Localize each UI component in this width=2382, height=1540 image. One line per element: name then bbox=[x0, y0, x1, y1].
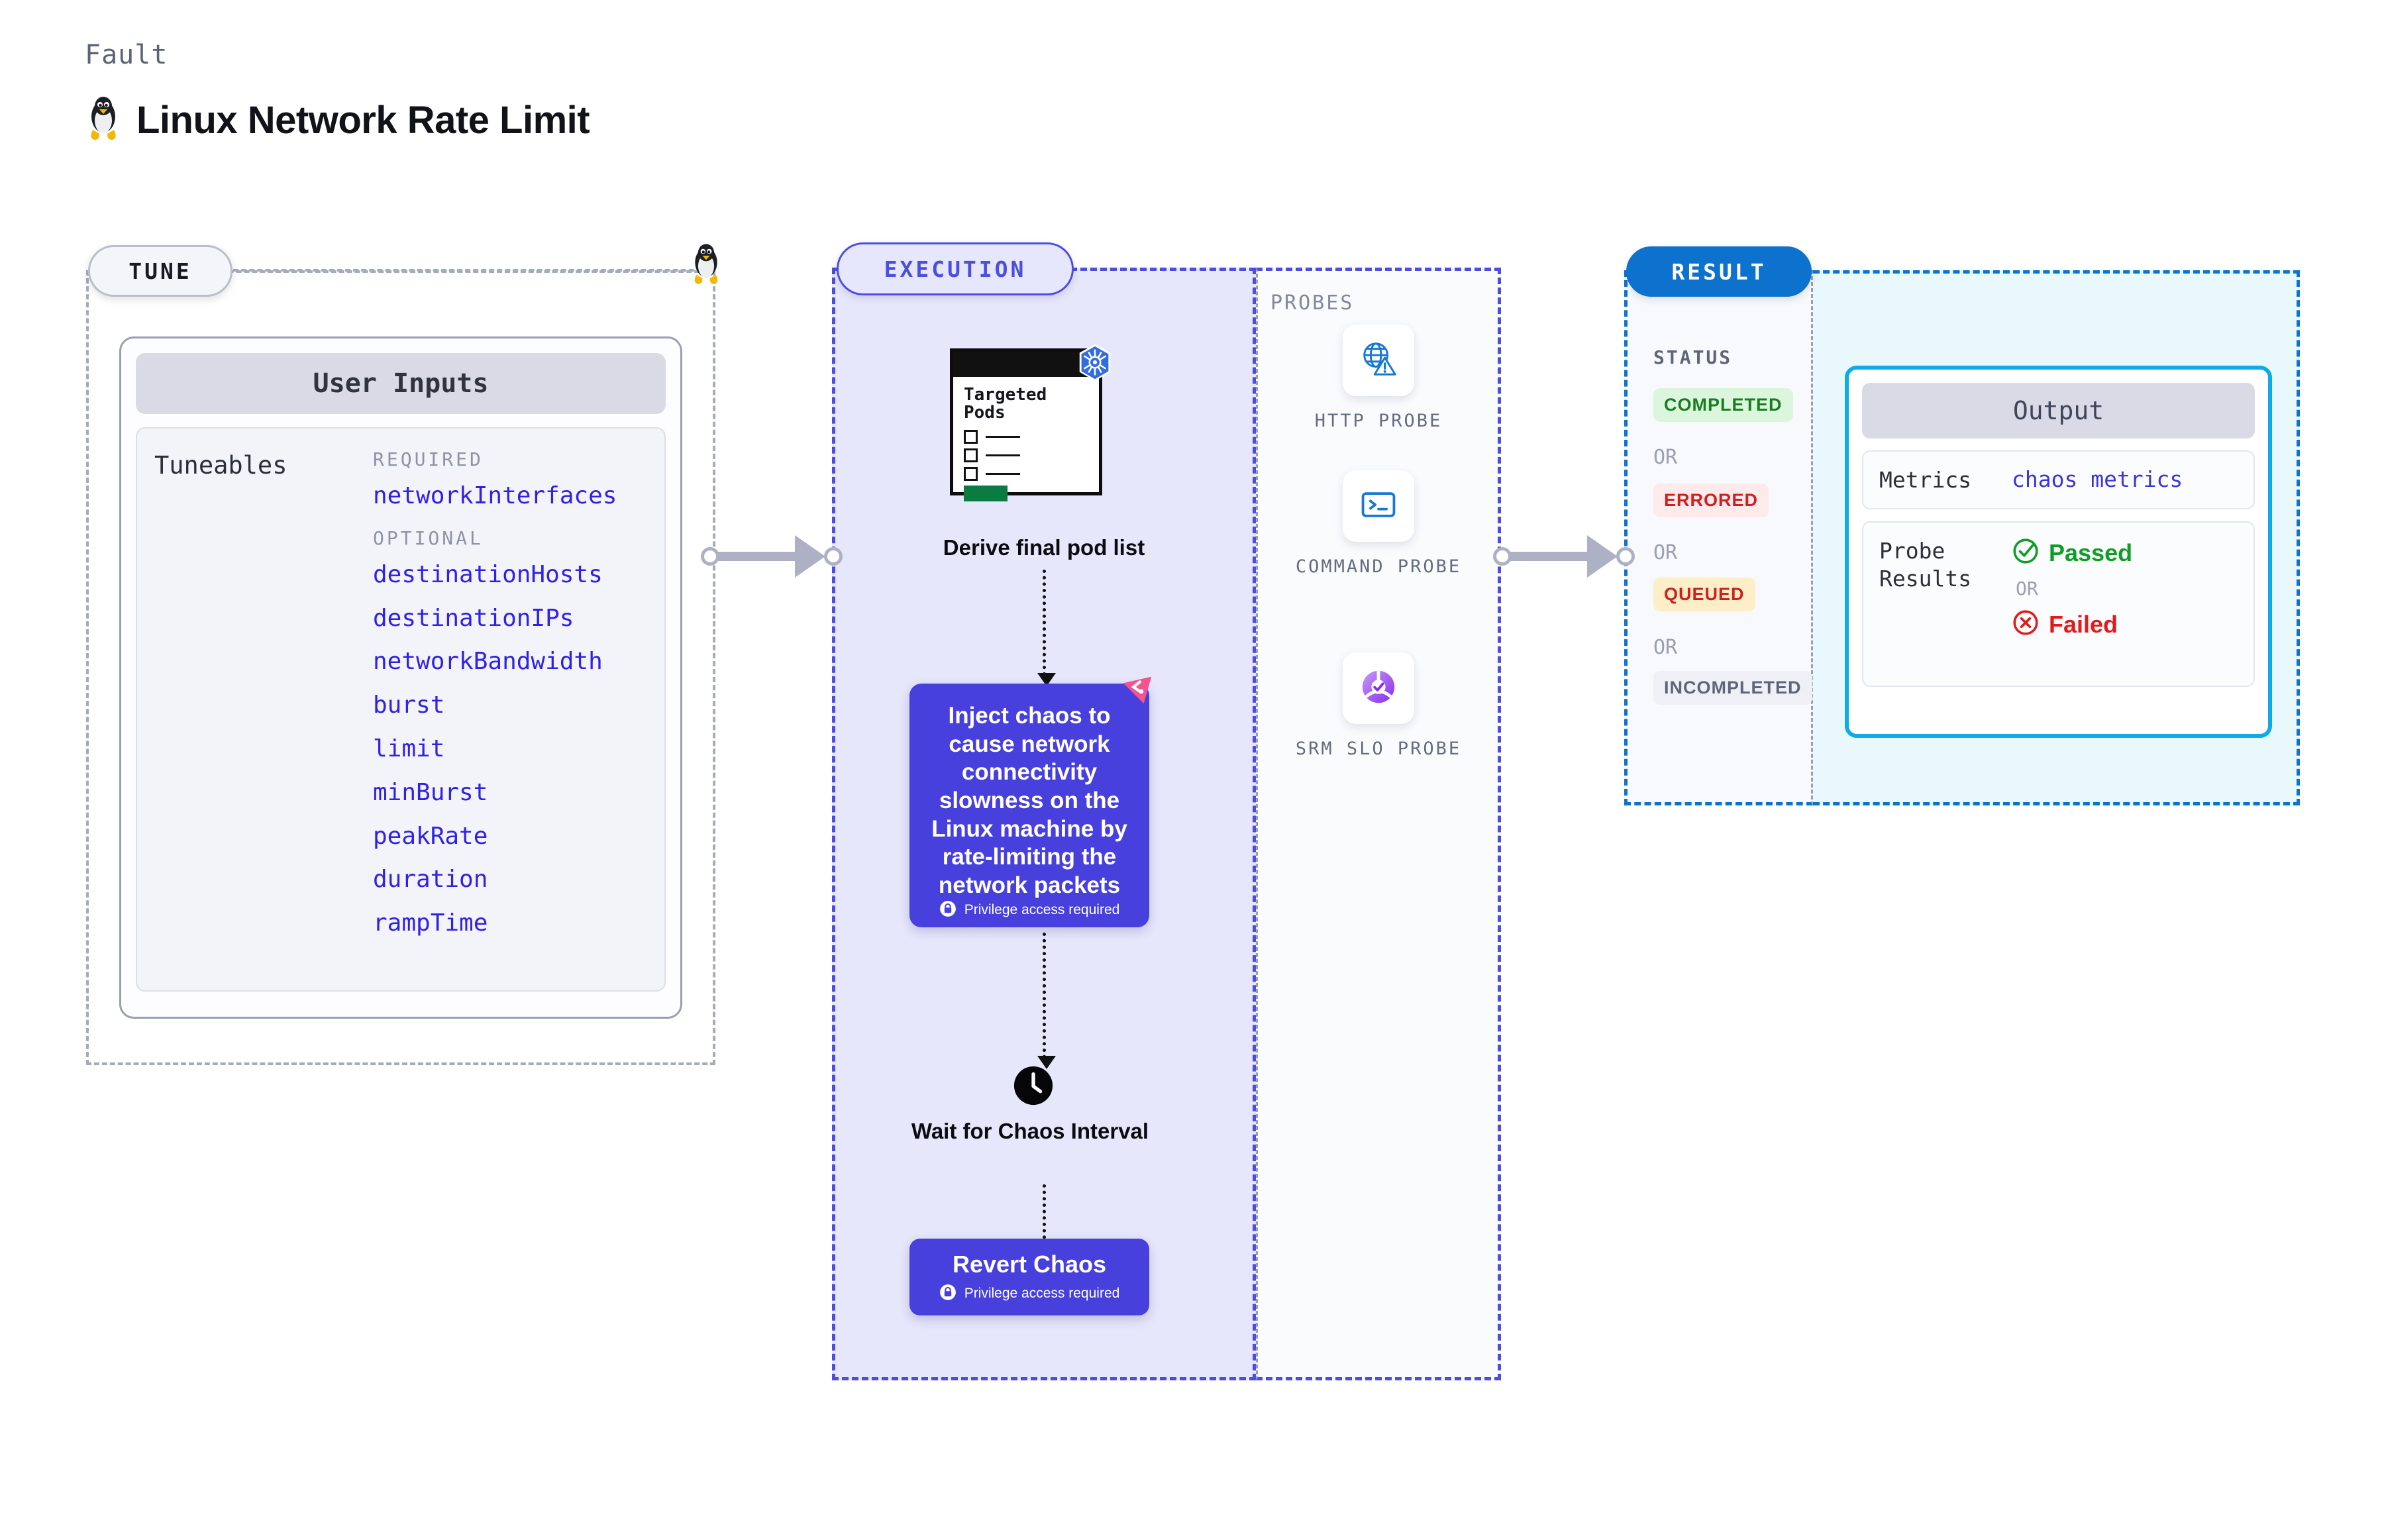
tuneable-item[interactable]: duration bbox=[373, 866, 488, 894]
derive-pod-list-label: Derive final pod list bbox=[943, 535, 1145, 560]
list-item bbox=[964, 448, 1088, 463]
probe-tile bbox=[1343, 652, 1414, 724]
probe-result-passed: Passed bbox=[2012, 537, 2132, 568]
metrics-key: Metrics bbox=[1879, 467, 1972, 493]
page-title: Linux Network Rate Limit bbox=[136, 99, 590, 142]
inject-chaos-box: Inject chaos to cause network connectivi… bbox=[909, 684, 1149, 927]
globe-warning-icon bbox=[1358, 338, 1399, 383]
probe-label: COMMAND PROBE bbox=[1295, 556, 1462, 577]
lock-icon bbox=[939, 1284, 957, 1304]
output-title: Output bbox=[1862, 383, 2255, 438]
probe-results-values: Passed OR Failed bbox=[2012, 537, 2132, 640]
result-badge: RESULT bbox=[1626, 246, 1812, 297]
probe-results-row: Probe Results Passed OR bbox=[1862, 521, 2255, 688]
user-inputs-card: User Inputs Tuneables REQUIRED networkIn… bbox=[119, 336, 682, 1019]
status-badge-errored: ERRORED bbox=[1653, 484, 1769, 517]
metrics-row: Metrics chaos metrics bbox=[1862, 450, 2255, 510]
connector-tune-to-execution bbox=[701, 530, 853, 583]
pods-card-rows bbox=[964, 430, 1088, 502]
or-separator: OR bbox=[1653, 636, 1678, 659]
or-separator: OR bbox=[1653, 446, 1678, 469]
tuneable-item[interactable]: networkInterfaces bbox=[373, 482, 617, 509]
tuneable-item[interactable]: networkBandwidth bbox=[373, 648, 603, 676]
pods-card-title: Targeted Pods bbox=[964, 385, 1047, 423]
list-item bbox=[964, 467, 1088, 482]
privilege-note: Privilege access required bbox=[939, 900, 1120, 921]
execution-badge: EXECUTION bbox=[837, 242, 1074, 295]
probe-label: HTTP PROBE bbox=[1314, 411, 1443, 431]
list-item bbox=[964, 430, 1088, 444]
wait-for-chaos-label: Wait for Chaos Interval bbox=[911, 1119, 1149, 1143]
lock-icon bbox=[939, 900, 957, 921]
check-circle-icon bbox=[2012, 537, 2040, 568]
probe-tile bbox=[1343, 325, 1414, 396]
group-heading-optional: OPTIONAL bbox=[373, 527, 484, 549]
or-separator: OR bbox=[2016, 578, 2038, 600]
flow-arrow bbox=[1037, 933, 1056, 1069]
or-separator: OR bbox=[1653, 541, 1678, 564]
probe-http[interactable]: HTTP PROBE bbox=[1256, 325, 1501, 433]
kubernetes-icon bbox=[1074, 342, 1115, 387]
probe-command[interactable]: COMMAND PROBE bbox=[1256, 470, 1501, 579]
tuneables-list: REQUIRED networkInterfaces OPTIONAL dest… bbox=[373, 448, 647, 970]
group-heading-required: REQUIRED bbox=[373, 448, 484, 470]
litmuschaos-icon bbox=[1118, 670, 1157, 712]
tuneables-box: Tuneables REQUIRED networkInterfaces OPT… bbox=[136, 427, 666, 992]
tuneable-item[interactable]: peakRate bbox=[373, 822, 488, 850]
metrics-value[interactable]: chaos metrics bbox=[2012, 466, 2183, 492]
status-badge-incompleted: INCOMPLETED bbox=[1653, 671, 1812, 705]
targeted-pods-card: Targeted Pods bbox=[950, 348, 1102, 502]
tuneable-item[interactable]: limit bbox=[373, 735, 445, 762]
tuneable-item[interactable]: burst bbox=[373, 692, 445, 719]
output-card: Output Metrics chaos metrics Probe Resul… bbox=[1845, 366, 2272, 738]
connector-execution-to-result bbox=[1493, 530, 1645, 583]
tune-badge: TUNE bbox=[88, 245, 233, 297]
tuneable-item[interactable]: minBurst bbox=[373, 778, 488, 806]
user-inputs-title: User Inputs bbox=[136, 353, 666, 414]
tune-top-dashed-line bbox=[233, 269, 710, 272]
passed-label: Passed bbox=[2049, 539, 2133, 566]
slo-donut-check-icon bbox=[1358, 666, 1399, 711]
linux-penguin-icon bbox=[689, 242, 723, 289]
status-badge-queued: QUEUED bbox=[1653, 578, 1755, 611]
pods-card-topbar bbox=[953, 352, 1099, 377]
probe-srm-slo[interactable]: SRM SLO PROBE bbox=[1256, 652, 1501, 761]
tuneables-label: Tuneables bbox=[154, 451, 287, 480]
pods-card-body: Targeted Pods bbox=[953, 377, 1099, 511]
tune-section bbox=[86, 270, 715, 1065]
tuneable-item[interactable]: rampTime bbox=[373, 909, 488, 937]
title-row: Linux Network Rate Limit bbox=[85, 95, 590, 145]
terminal-icon bbox=[1359, 485, 1398, 528]
status-badge-completed: COMPLETED bbox=[1653, 388, 1793, 422]
page-header: Fault Linux Network Rate Limit bbox=[85, 40, 590, 145]
clock-icon bbox=[1013, 1065, 1054, 1109]
eyebrow-label: Fault bbox=[85, 40, 168, 70]
status-label: STATUS bbox=[1653, 346, 1733, 368]
tuneable-item[interactable]: destinationHosts bbox=[373, 560, 603, 588]
probe-label: SRM SLO PROBE bbox=[1295, 739, 1462, 759]
probes-section bbox=[1256, 268, 1501, 1380]
linux-penguin-icon bbox=[85, 95, 122, 145]
tuneable-item[interactable]: destinationIPs bbox=[373, 604, 574, 632]
flow-arrow bbox=[1037, 570, 1056, 686]
probe-tile bbox=[1343, 470, 1414, 542]
probes-label: PROBES bbox=[1270, 291, 1355, 315]
privilege-note-text: Privilege access required bbox=[964, 902, 1120, 918]
privilege-note: Privilege access required bbox=[939, 1284, 1120, 1304]
probe-result-failed: Failed bbox=[2012, 609, 2132, 640]
probe-results-key: Probe Results bbox=[1879, 538, 1972, 591]
failed-label: Failed bbox=[2049, 610, 2118, 638]
privilege-note-text: Privilege access required bbox=[964, 1286, 1120, 1301]
result-status-section bbox=[1624, 270, 1813, 805]
pods-card-highlight bbox=[964, 486, 1008, 502]
x-circle-icon bbox=[2012, 609, 2040, 640]
revert-chaos-box: Revert Chaos Privilege access required bbox=[909, 1239, 1149, 1315]
revert-chaos-label: Revert Chaos bbox=[952, 1250, 1107, 1278]
inject-chaos-text: Inject chaos to cause network connectivi… bbox=[931, 703, 1127, 899]
